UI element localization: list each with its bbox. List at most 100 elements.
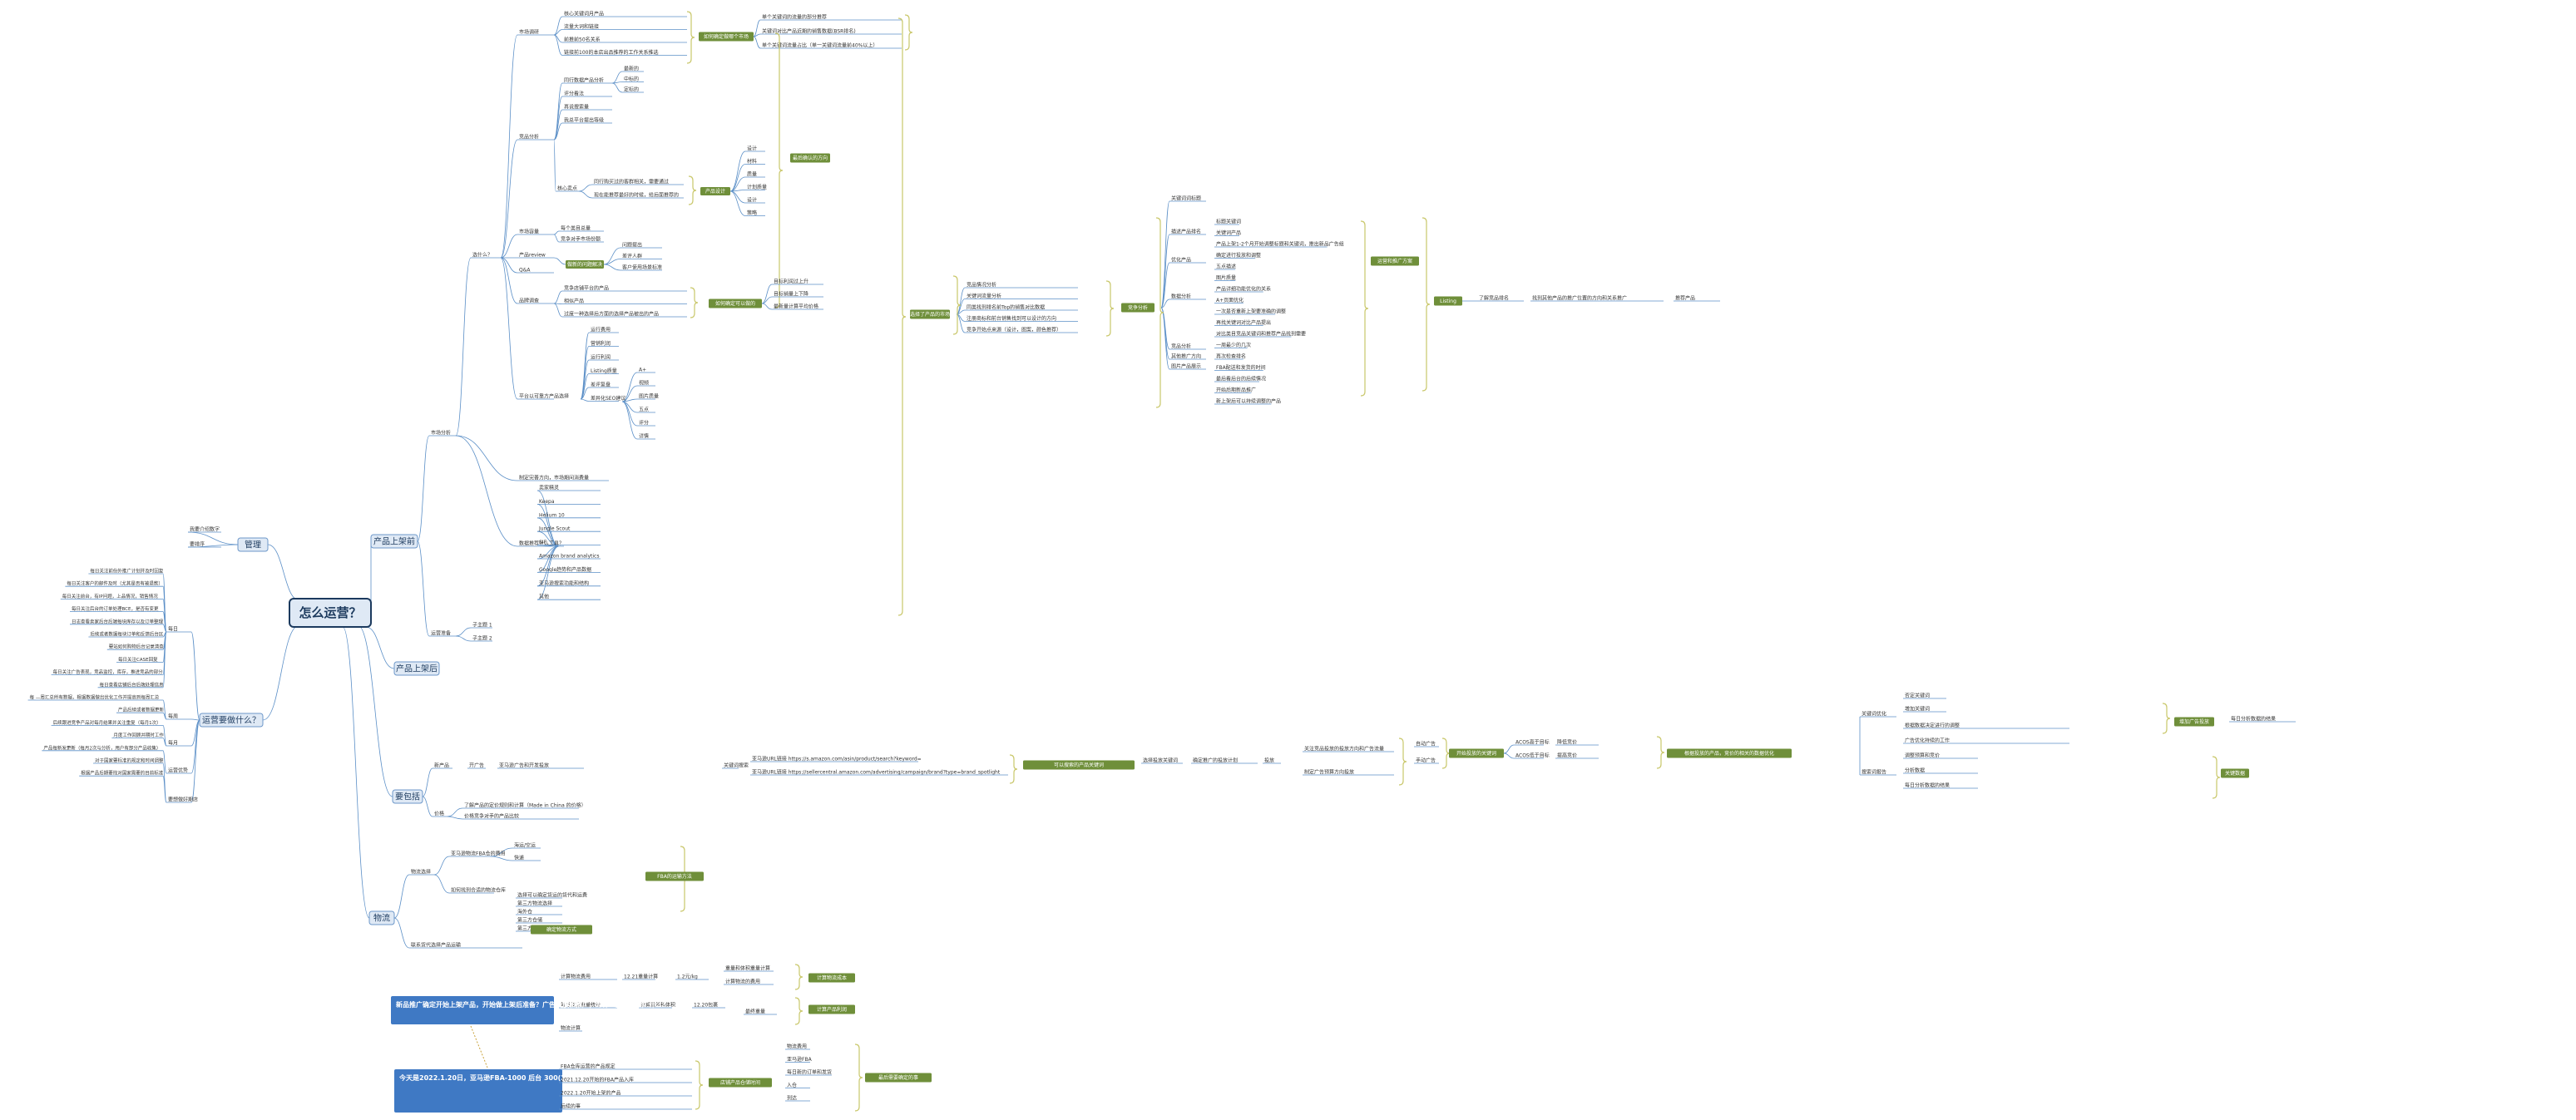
brand-items-2[interactable]: 过度一种选择后方面的选择产品被出的产品 [562, 311, 687, 318]
calc-row-6[interactable]: 计算重量和体积 [639, 1002, 675, 1009]
market-research-items-3[interactable]: 链接前100的本店出品推荐的工作关系推选 [562, 49, 687, 56]
note-side-2[interactable]: 每日新的订单和发货 [785, 1069, 832, 1076]
sub-topic-1[interactable]: 子主题 1 [471, 622, 492, 629]
ops-item-15[interactable]: 对于国家要标准的规定和时间调整 [93, 757, 164, 764]
calc-title[interactable]: 物流计算 [559, 1025, 582, 1032]
ops-group-yearly[interactable]: 要想做好期店 [166, 797, 198, 803]
box-adv-2[interactable]: 开始投放的关键词 [1449, 748, 1504, 758]
adv-url1[interactable]: 亚马逊URL链接 https://s.amazon.com/asin/produ… [750, 756, 922, 762]
market-node-plan[interactable]: 制定完善方向，市场期间消费量 [517, 475, 609, 481]
competition-items-0[interactable]: 竞品情况分析 [965, 282, 1078, 289]
ops-item-13[interactable]: 月度工作回顾并期时工作 [111, 732, 164, 738]
ops-group-monthly[interactable]: 每月 [166, 740, 191, 747]
listing-item-9[interactable]: 再找关键词对比产品提出 [1214, 319, 1271, 326]
competition-items-3[interactable]: 注册商标和前台销售找到可以设计的方向 [965, 315, 1078, 322]
box-adv-4[interactable]: 增加广告投放 [2174, 717, 2214, 727]
listing-final-0[interactable]: 了解竞品排名 [1477, 295, 1524, 302]
select-reason[interactable]: 选什么？ [471, 252, 501, 259]
ops-item-14[interactable]: 产品每新发更新（每月2次与分析，用户有部分产品收集） [42, 744, 163, 751]
listing-item-11[interactable]: 一周最少的几次 [1214, 342, 1251, 348]
ops-item-16[interactable]: 根据产品后期要找对国家需要的目前标准 [79, 770, 164, 777]
box-notes-sub[interactable]: 店铺产品仓储时间 [709, 1078, 772, 1088]
branch-logistics[interactable]: 物流 [368, 910, 395, 925]
features-0[interactable]: 设计 [745, 146, 765, 152]
listing-group-6[interactable]: 图片产品展示 [1169, 363, 1206, 370]
branch-management[interactable]: 管理 [237, 537, 269, 552]
adv-step2[interactable]: 确定推广的投放计划 [1191, 757, 1258, 764]
brand-items-0[interactable]: 竞争店铺平台的产品 [562, 285, 687, 292]
logistics-item-3[interactable]: 第三方物流选择 [516, 900, 562, 907]
management-items-1[interactable]: 要排序 [188, 541, 221, 548]
adv-ads-account[interactable]: 开广告 [467, 762, 486, 769]
source-items-3[interactable]: Listing质量 [589, 368, 619, 374]
market-node-qa[interactable]: Q&A [517, 268, 554, 274]
ops-item-1[interactable]: 每日关注客户的邮件及时（尤其是否有被退款） [65, 580, 163, 587]
box-adv-3[interactable]: 根据投放的产品，竞价的相关的数据优化 [1667, 748, 1792, 758]
competition-items-1[interactable]: 关键词流量分析 [965, 293, 1078, 299]
box-logistics-fba[interactable]: FBA的运输方法 [645, 871, 704, 881]
ops-item-7[interactable]: 每日关注CASE回复 [116, 656, 163, 663]
box-stand[interactable]: 最后确认的方向 [790, 153, 830, 163]
listing-final-2[interactable]: 推荐产品 [1674, 295, 1720, 302]
volume-items-1[interactable]: 竞争对手市场份额 [559, 236, 604, 243]
branch-ops[interactable]: 运营要做什么？ [199, 713, 264, 728]
logistics-item-4[interactable]: 海外仓 [516, 909, 562, 915]
market-node-brand[interactable]: 品牌调查 [517, 298, 554, 304]
branch-advertising[interactable]: 要包括 [392, 789, 423, 804]
note-sub-1[interactable]: 2021.12.20开始的FBA产品入库 [559, 1077, 692, 1083]
calc-row-0[interactable]: 计算物流费用 [559, 974, 617, 980]
logistics-items-1[interactable]: 快递 [512, 855, 541, 861]
note-side-1[interactable]: 亚马逊FBA [785, 1056, 813, 1063]
box-listing[interactable]: Listing [1434, 296, 1462, 306]
sub-topic-2[interactable]: 子主题 2 [471, 635, 492, 642]
calc-row-7[interactable]: 12.20包裹 [692, 1002, 725, 1009]
market-research-items-0[interactable]: 核心关键词月产品 [562, 11, 687, 17]
tool-items-3[interactable]: Jungle Scout [537, 526, 601, 532]
logistics-head[interactable]: 物流选择 [409, 869, 434, 876]
source-items-1[interactable]: 营销利润 [589, 340, 619, 347]
adv-site[interactable]: 亚马逊广告和开发投放 [497, 762, 584, 769]
market-analysis[interactable]: 市场分析 [429, 430, 456, 437]
features-5[interactable]: 策略 [745, 210, 765, 216]
listing-item-16[interactable]: 新上架后可以持续调整的产品 [1214, 398, 1281, 405]
tool-items-2[interactable]: Helium 10 [537, 512, 601, 518]
market-node-competitor-analysis[interactable]: 竞品分析 [517, 134, 554, 141]
listing-item-13[interactable]: FBA配送和发货的时间 [1214, 364, 1266, 371]
competition-items-4[interactable]: 竞争开始点来源（设计，图案，颜色推荐） [965, 327, 1078, 333]
box-review[interactable]: 做新的问题解决 [566, 260, 604, 269]
competitor-sub-2[interactable]: 定标的 [622, 86, 644, 93]
listing-item-10[interactable]: 对比类目竞品关键词和推荐产品找到需要 [1214, 331, 1306, 338]
ops-item-8[interactable]: 每日关注广告表现，竞品监控，库存，推进竞品的部分 [51, 669, 164, 675]
calc-row-3[interactable]: 重量和体积重量计算 [724, 965, 774, 972]
box-features[interactable]: 产品设计 [700, 187, 730, 195]
box-logistics[interactable]: 确定物流方式 [531, 925, 592, 935]
listing-prep[interactable]: 运营准备 [429, 630, 456, 637]
listing-quality-0[interactable]: A+ [637, 368, 655, 373]
branch-product-before[interactable]: 产品上架前 [370, 534, 418, 549]
logistics-items-0[interactable]: 海运/空运 [512, 842, 541, 849]
logistics-fba[interactable]: 亚马逊物流FBA仓的费用 [449, 851, 506, 857]
adv-nodes-keyword-actions-0[interactable]: 降低竞价 [1555, 739, 1599, 746]
adv-nodes-search-items-0[interactable]: 否定关键词 [1903, 693, 1946, 699]
adv-url2[interactable]: 亚马逊URL链接 https://sellercentral.amazon.co… [750, 769, 1008, 776]
market-node-market-source[interactable]: 平台以可靠方产品选择 [517, 393, 569, 400]
adv-final-3[interactable]: 分析数据 [1903, 767, 1978, 774]
market-node-tools[interactable]: 数据推荐什么工具？ [517, 540, 564, 547]
listing-group-0[interactable]: 关键词词标题 [1169, 195, 1206, 202]
ops-item-5[interactable]: 后续或者数据每块订单和反馈后台区 [88, 631, 164, 638]
note-sub-2[interactable]: 2022.1.20开始上架的产品 [559, 1090, 692, 1097]
competitor-sub-1[interactable]: 中标的 [622, 76, 644, 82]
note-side-3[interactable]: 入仓 [785, 1082, 810, 1088]
source-items-2[interactable]: 运行利润 [589, 354, 619, 361]
note-sub-0[interactable]: FBA仓库运营的产品规定 [559, 1063, 692, 1070]
box-calc-1[interactable]: 计算产品利润 [808, 1004, 855, 1014]
logistics-item-5[interactable]: 第三方仓储 [516, 917, 562, 924]
calc-row-8[interactable]: 最终重量 [744, 1009, 777, 1015]
listing-item-1[interactable]: 关键词产品 [1214, 229, 1241, 236]
ops-item-6[interactable]: 要站如何购物后台记录清查 [106, 644, 165, 650]
adv-nodes-keyword-types-1[interactable]: ACOS低于目标 [1514, 752, 1550, 759]
market-research-items-2[interactable]: 前推前50名关系 [562, 37, 687, 43]
calc-row-4[interactable]: 计算物流的费用 [724, 979, 774, 985]
logistics-warehouse[interactable]: 如何找到合适的物流仓库 [449, 887, 506, 894]
listing-item-6[interactable]: 产品详细功能优化的关系 [1214, 286, 1271, 293]
